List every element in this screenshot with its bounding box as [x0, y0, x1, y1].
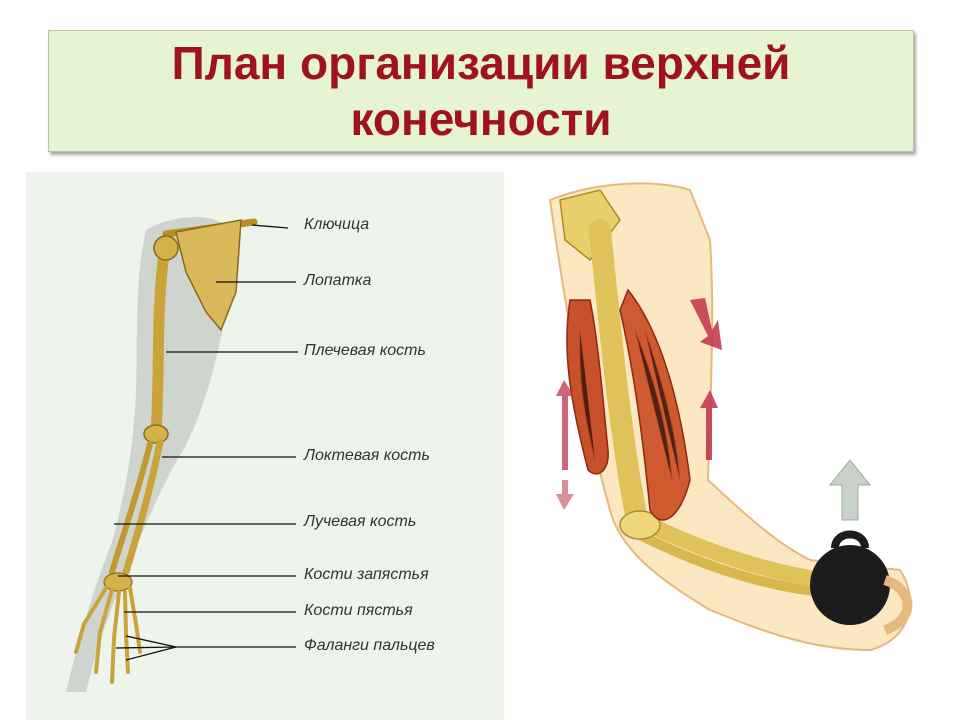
arm-muscles-illustration	[540, 180, 925, 670]
arm-skeleton-diagram: Ключица Лопатка Плечевая кость Локтевая …	[26, 172, 504, 720]
title-banner: План организации верхней конечности	[48, 30, 914, 152]
label-ulna: Локтевая кость	[304, 447, 430, 464]
slide-title: План организации верхней конечности	[171, 37, 791, 145]
arm-muscles-drawing	[548, 182, 913, 652]
label-phalanges: Фаланги пальцев	[304, 637, 435, 654]
label-radius: Лучевая кость	[304, 513, 417, 530]
label-humerus: Плечевая кость	[304, 342, 426, 359]
label-clavicle: Ключица	[304, 216, 370, 233]
arm-skeleton-drawing	[66, 216, 298, 692]
label-scapula: Лопатка	[304, 272, 372, 289]
label-carpal-bones: Кости запястья	[304, 566, 429, 583]
label-metacarpal-bones: Кости пястья	[304, 602, 413, 619]
